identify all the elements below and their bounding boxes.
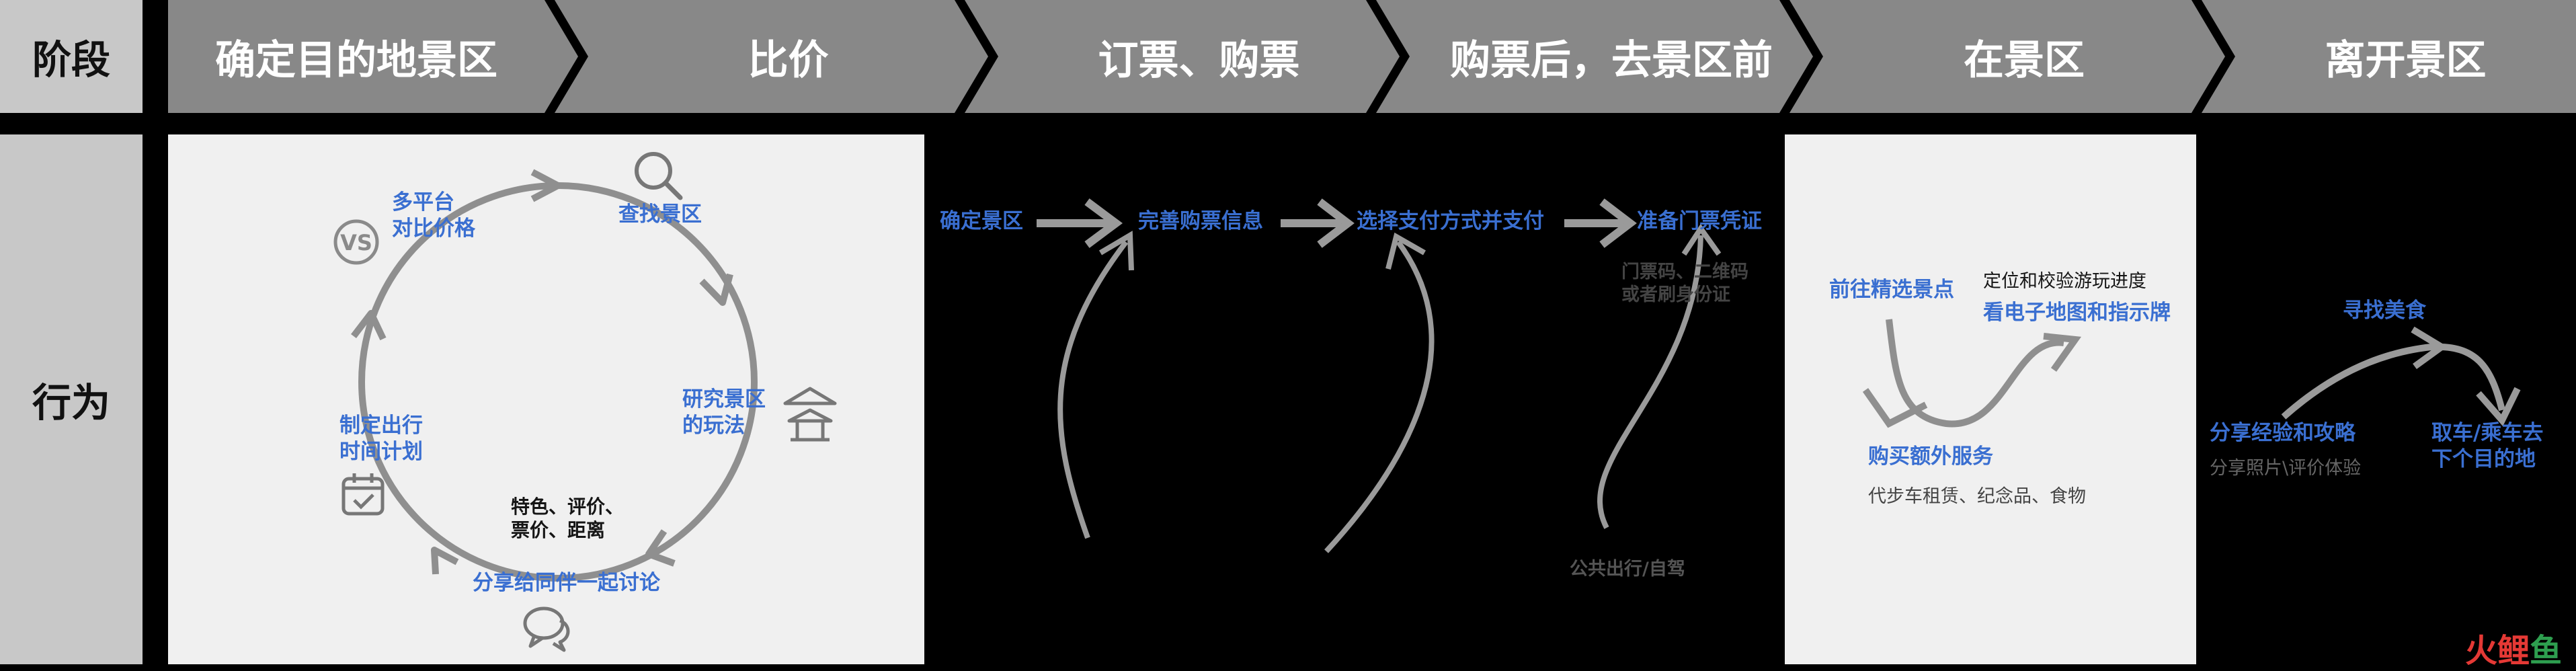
leave-flow-arrows [2281,326,2521,426]
scenic-extra-detail: 代步车租赁、纪念品、食物 [1868,486,2086,507]
watermark-char-3: 鱼 [2530,632,2563,670]
flow-step-payment: 选择支付方式并支付 [1357,209,1544,233]
panel-leave: 寻找美食 分享经验和攻略 分享照片\评价体验 取车/乘车去 下个目的地 火鲤鱼 [2196,134,2576,670]
cycle-arrow-top [530,169,561,202]
watermark-char-1: 火 [2465,632,2498,670]
leave-next-destination: 取车/乘车去 下个目的地 [2431,421,2544,471]
chat-icon [523,606,570,652]
panel-in-scenic: 前往精选景点 定位和校验游玩进度 看电子地图和指示牌 购买额外服务 代步车租赁、… [1785,134,2196,664]
stage-chevrons [168,0,2576,113]
cycle-label-find: 查找景区 [618,202,702,227]
stage-chevron-2 [555,0,988,113]
flow-step-complete-info: 完善购票信息 [1138,209,1263,233]
stage-title-5: 在景区 [1964,36,2085,84]
stage-title-6: 离开景区 [2325,36,2487,84]
flow-step-voucher: 准备门票凭证 [1637,209,1762,233]
leave-share-detail: 分享照片\评价体验 [2210,458,2362,479]
search-icon [635,152,683,200]
behavior-row-label: 行为 [0,134,143,664]
stage-title-1: 确定目的地景区 [215,36,497,84]
voucher-note: 门票码、二维码 或者刷身份证 [1621,262,1748,305]
panel-ticket: 确定景区 完善购票信息 选择支付方式并支付 准备门票凭证 门票码、二维码 或者刷… [924,134,1785,664]
cycle-diagram [351,169,758,582]
stage-row-label: 阶段 [0,0,143,113]
ticket-flow-arrows [1037,198,1722,553]
watermark-char-2: 鲤 [2497,632,2530,670]
cycle-label-share: 分享给同伴一起讨论 [473,571,660,595]
cycle-label-research: 研究景区 的玩法 [682,387,766,438]
scenic-view-map: 看电子地图和指示牌 [1983,301,2171,325]
leave-share-guide: 分享经验和攻略 [2210,421,2356,445]
svg-text:VS: VS [340,230,372,255]
stage-chevron-1 [168,0,578,113]
cycle-label-features: 特色、评价、 票价、距离 [511,496,625,541]
pavilion-icon [783,387,837,442]
transport-note: 公共出行/自驾 [1570,559,1685,580]
cycle-arrow-left [351,310,387,341]
panel-decide: VS 多平台 对比价格 查找景区 研究景区 的玩法 特色、评价、 票价、距离 分… [168,134,924,664]
cycle-arrow-bottom-right [645,529,676,567]
cycle-label-plan: 制定出行 时间计划 [339,413,423,464]
stage-chevron-4 [1376,0,1813,113]
stage-chevron-5 [1789,0,2225,113]
scenic-buy-extra: 购买额外服务 [1868,444,1993,469]
watermark-logo: 火鲤鱼 [2465,624,2562,671]
cycle-arrow-right [699,273,733,306]
stage-chevron-6 [2202,0,2576,113]
leave-find-food: 寻找美食 [2343,299,2426,323]
calendar-icon [341,473,385,516]
flow-step-select-scenic: 确定景区 [940,209,1023,233]
vs-icon: VS [333,219,379,265]
scenic-locate-progress: 定位和校验游玩进度 [1983,271,2146,292]
stage-title-4: 购票后，去景区前 [1450,36,1773,84]
cycle-label-compare: 多平台 对比价格 [392,190,475,241]
stage-title-3: 订票、购票 [1098,36,1300,84]
stage-chevron-3 [965,0,1400,113]
scenic-flow-arrows [1862,319,2082,428]
cycle-arrow-bottom-left [431,547,459,575]
scenic-goto-spots: 前往精选景点 [1829,278,1954,302]
stage-title-2: 比价 [748,36,829,84]
